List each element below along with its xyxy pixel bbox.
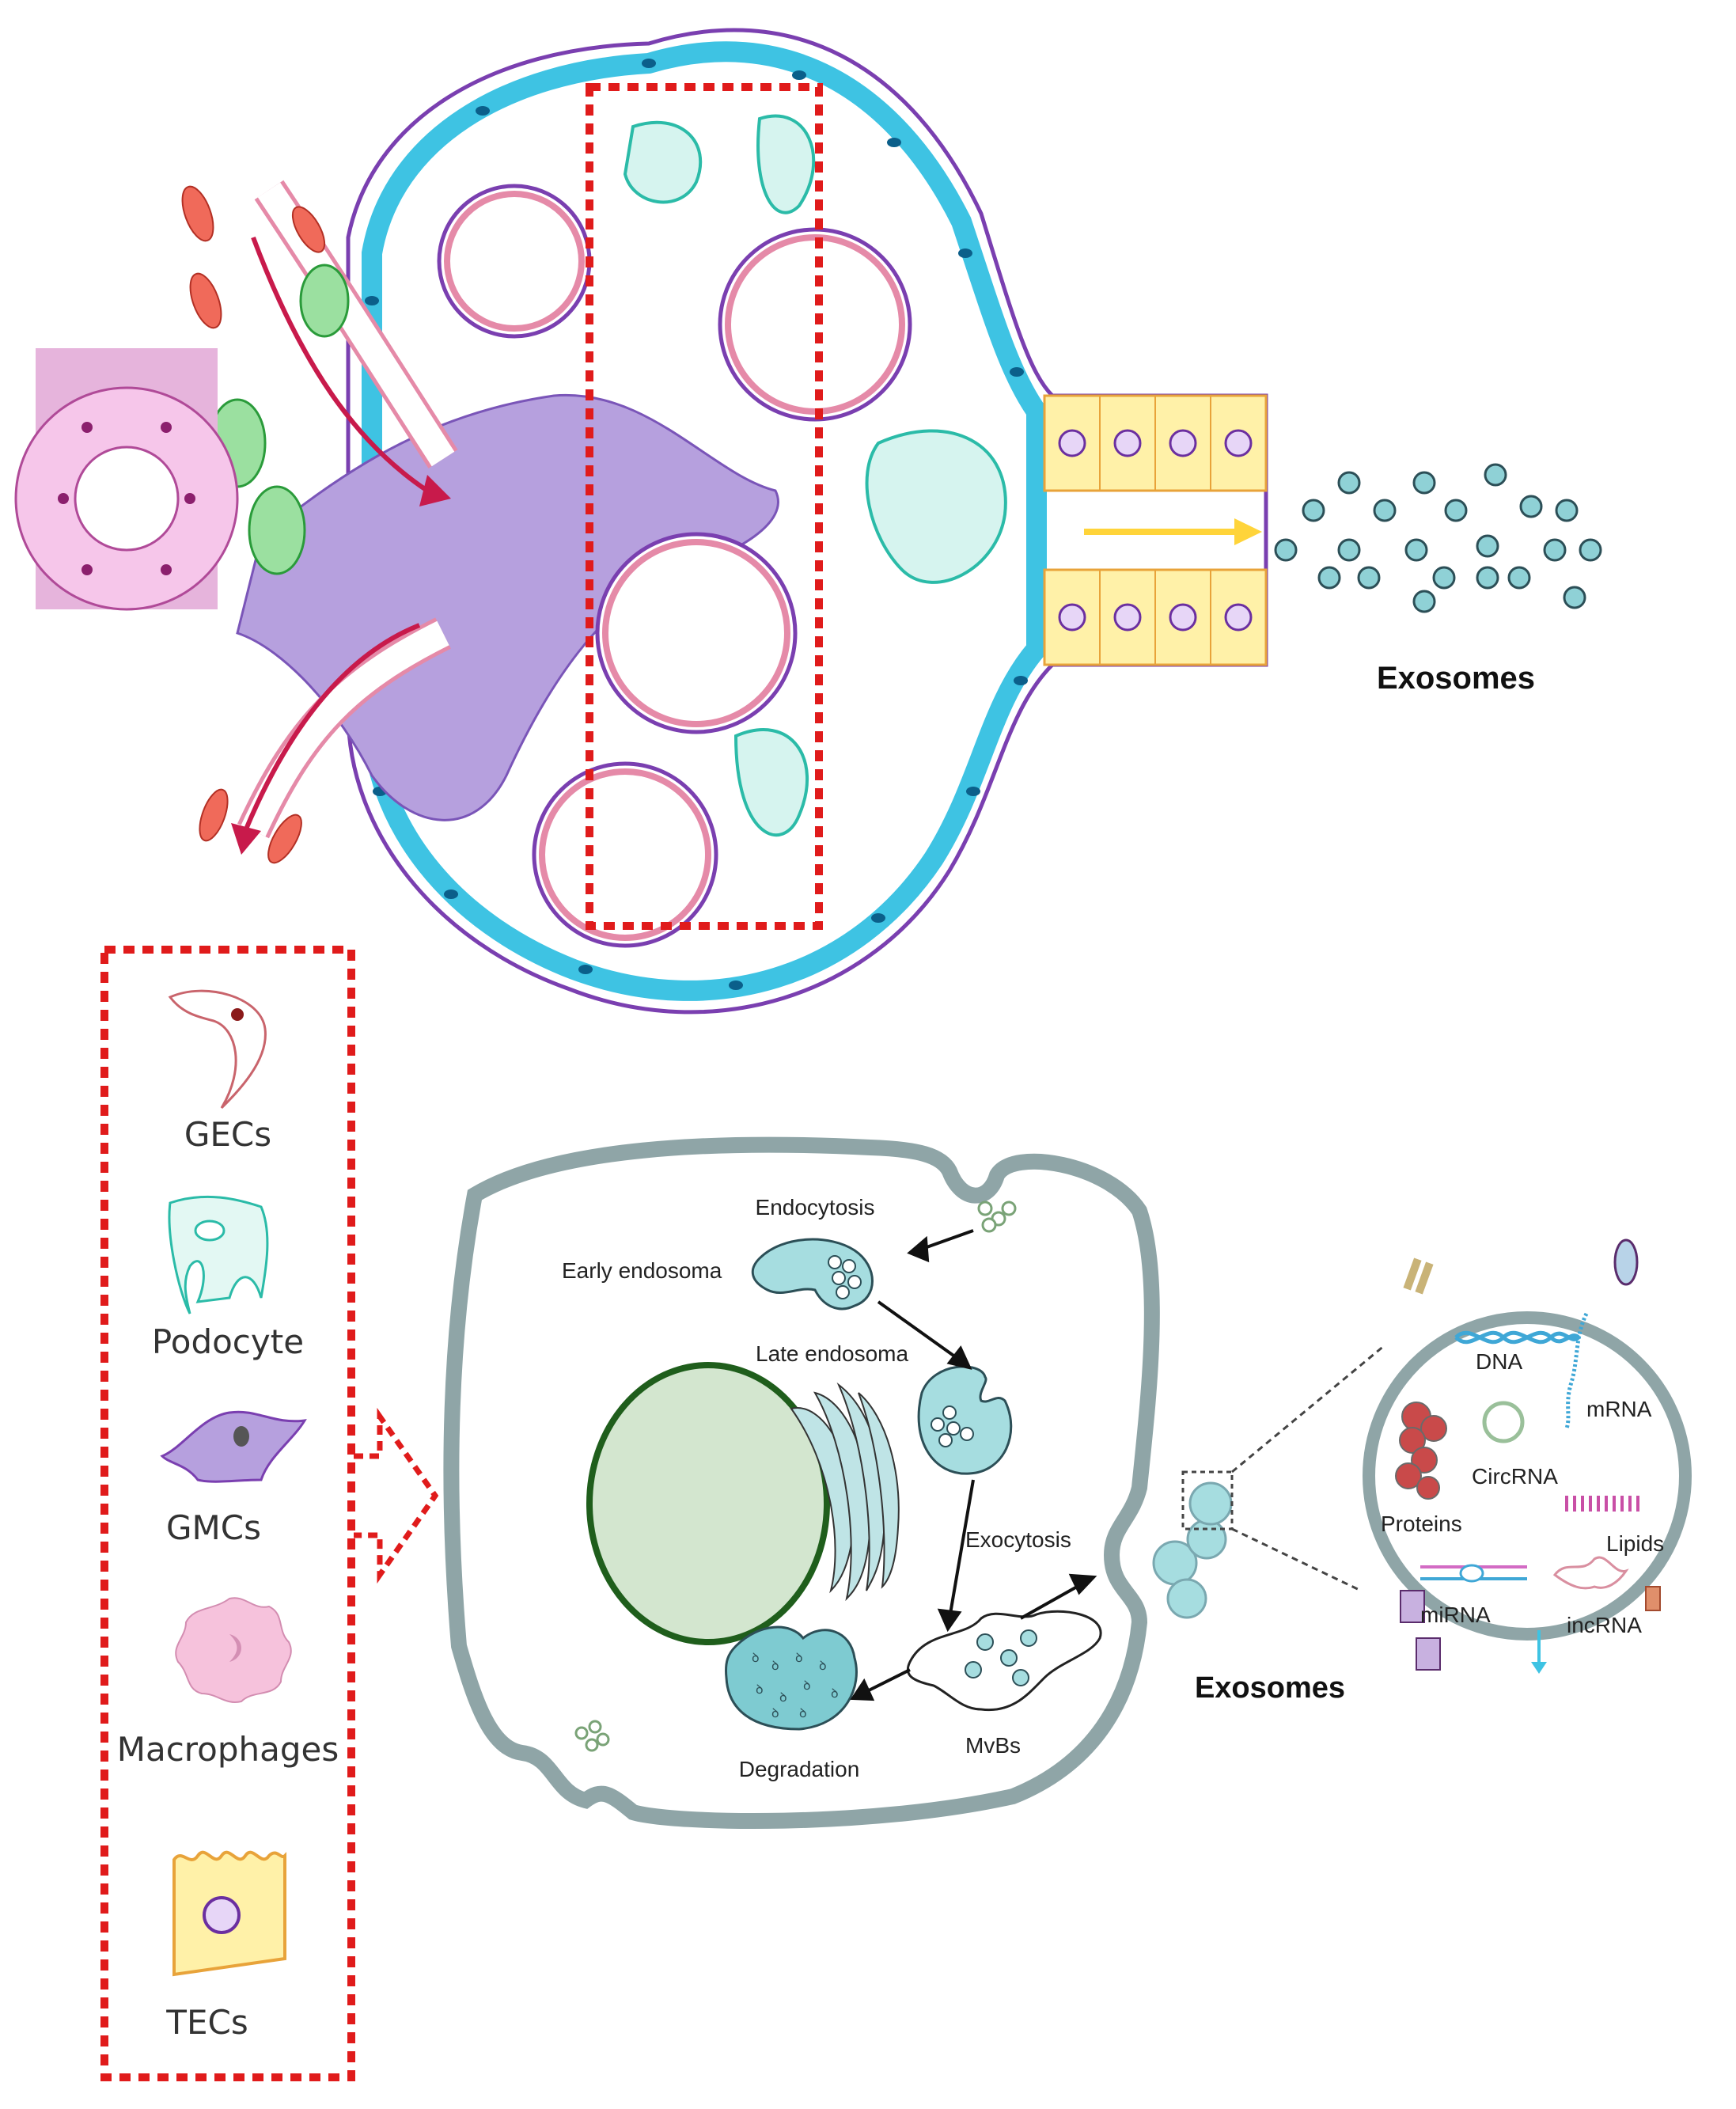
proximal-tubule	[1043, 394, 1268, 666]
exosome-membrane	[1363, 1311, 1692, 1641]
afferent-flow-arrow	[251, 236, 429, 493]
svg-text:ꝺ: ꝺ	[771, 1660, 779, 1673]
top-exosomes-label: Exosomes	[1377, 661, 1535, 696]
label-degradation: Degradation	[739, 1757, 860, 1781]
parietal-nuclei	[365, 59, 1028, 990]
svg-text:ꝺ: ꝺ	[803, 1679, 811, 1693]
svg-text:ꝺ: ꝺ	[756, 1683, 764, 1697]
glomerulus-illustration: Exosomes	[14, 28, 1602, 1015]
svg-text:ꝺ: ꝺ	[771, 1707, 779, 1720]
golgi-apparatus	[790, 1382, 900, 1602]
exosome-cargo-detail: DNA mRNA Proteins CircRNA Lipids miRNA	[1363, 1238, 1692, 1674]
cargo-label-mirna: miRNA	[1420, 1603, 1491, 1627]
late-endosome	[917, 1365, 1013, 1475]
label-endocytosis: Endocytosis	[756, 1195, 875, 1220]
tec-icon	[172, 1850, 286, 1977]
cargo-label-lipids: Lipids	[1606, 1531, 1664, 1556]
lncrna-icon	[1552, 1556, 1629, 1590]
legend-label-macrophages: Macrophages	[117, 1730, 339, 1769]
legend-label-podocyte: Podocyte	[152, 1322, 304, 1361]
cargo-label-proteins: Proteins	[1381, 1512, 1462, 1536]
gmc-icon	[160, 1410, 307, 1483]
legend-label-tecs: TECs	[165, 2003, 248, 2042]
svg-text:ꝺ: ꝺ	[819, 1660, 827, 1673]
cell-type-legend: GECs Podocyte GMCs Macrophages TECs	[100, 946, 355, 2081]
legend-dashed-box	[100, 946, 355, 2081]
cargo-label-circrna: CircRNA	[1472, 1464, 1558, 1489]
glomerulus-highlight-box	[586, 83, 823, 930]
podocytes	[623, 114, 1007, 837]
legend-label-gecs: GECs	[184, 1115, 271, 1154]
efferent-flow-arrow	[243, 623, 421, 833]
bottom-exosomes-label: Exosomes	[1195, 1671, 1345, 1705]
legend-to-cell-arrow	[354, 1407, 439, 1584]
macrophage-icon	[175, 1597, 292, 1704]
lysosome-degradation	[725, 1625, 858, 1731]
label-late-endosome: Late endosoma	[756, 1341, 908, 1366]
label-exocytosis: Exocytosis	[965, 1527, 1071, 1552]
nucleus	[586, 1362, 830, 1645]
proteins-icon	[1395, 1402, 1447, 1500]
cell-exosomes	[1152, 1481, 1233, 1619]
mrna-icon	[1564, 1312, 1589, 1429]
svg-text:ꝺ: ꝺ	[752, 1652, 760, 1665]
svg-text:ꝺ: ꝺ	[799, 1707, 807, 1720]
distal-tubule	[14, 348, 239, 611]
lipids-icon	[1565, 1496, 1639, 1512]
released-exosomes	[1274, 463, 1602, 613]
svg-text:ꝺ: ꝺ	[795, 1652, 803, 1665]
dna-icon	[1454, 1330, 1580, 1345]
svg-text:ꝺ: ꝺ	[779, 1691, 787, 1705]
legend-label-gmcs: GMCs	[166, 1508, 261, 1547]
exosome-zoom-box	[1181, 1470, 1234, 1531]
cargo-label-dna: DNA	[1476, 1349, 1522, 1374]
gec-icon	[168, 989, 267, 1110]
pathway-arrows	[850, 1229, 1097, 1701]
endocytosis-vesicles	[574, 1201, 1017, 1752]
mirna-icon	[1420, 1564, 1527, 1583]
capillary-loops	[437, 184, 912, 948]
podocyte-icon	[168, 1195, 269, 1314]
cargo-label-lncrna: incRNA	[1567, 1613, 1642, 1637]
circrna-icon	[1482, 1401, 1525, 1443]
label-early-endosome: Early endosoma	[562, 1258, 722, 1283]
label-mvbs: MvBs	[965, 1733, 1021, 1758]
cargo-label-mrna: mRNA	[1586, 1397, 1652, 1421]
membrane-proteins	[1400, 1238, 1661, 1674]
svg-text:ꝺ: ꝺ	[831, 1687, 839, 1701]
